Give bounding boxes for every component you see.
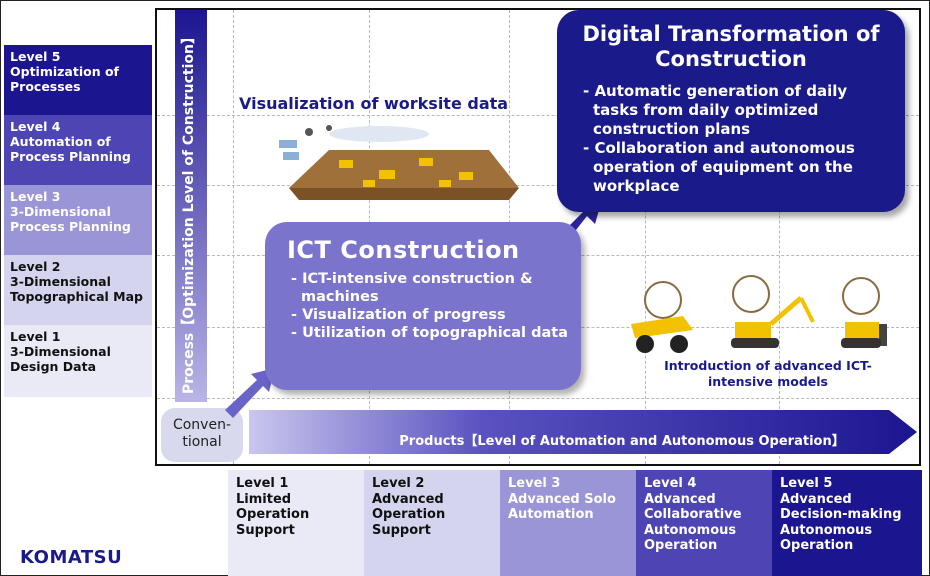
komatsu-logo: KOMATSU [20, 547, 123, 568]
ict-item-2: - Visualization of progress [291, 307, 506, 323]
left-level-4-name: Automation of Process Planning [10, 134, 131, 164]
left-level-1-label: Level 1 [10, 329, 61, 344]
dt-title: Digital Transformation of Construction [582, 22, 880, 71]
left-level-1: Level 1 3-Dimensional Design Data [4, 325, 152, 397]
ict-item-1: - ICT-intensive construction & machines [291, 271, 533, 305]
bottom-level-5-label: Level 5 [780, 476, 833, 491]
left-level-4: Level 4 Automation of Process Planning [4, 115, 152, 185]
process-axis-arrow [175, 10, 207, 402]
left-level-4-label: Level 4 [10, 119, 61, 134]
bottom-level-3-name: Advanced Solo Automation [508, 491, 616, 523]
left-level-5: Level 5 Optimization of Processes [4, 45, 152, 115]
left-level-5-name: Optimization of Processes [10, 64, 119, 94]
ict-title: ICT Construction [287, 236, 520, 264]
arrow-conventional-to-ict [225, 368, 275, 418]
products-axis-label: Products【Level of Automation and Autonom… [399, 434, 845, 449]
worksite-illustration [279, 125, 519, 200]
dt-item-1: - Automatic generation of daily tasks fr… [583, 82, 848, 138]
ict-card: ICT Construction - ICT-intensive constru… [265, 222, 581, 390]
bottom-level-2: Level 2 Advanced Operation Support [364, 470, 500, 576]
left-level-3: Level 3 3-Dimensional Process Planning [4, 185, 152, 255]
products-axis-arrow [249, 410, 917, 454]
bottom-level-1-name: Limited Operation Support [236, 491, 310, 538]
bottom-level-4-label: Level 4 [644, 476, 697, 491]
left-level-5-label: Level 5 [10, 49, 61, 64]
left-level-3-name: 3-Dimensional Process Planning [10, 204, 131, 234]
bottom-level-3: Level 3 Advanced Solo Automation [500, 470, 636, 576]
process-axis-label: Process【Optimization Level of Constructi… [181, 29, 197, 394]
left-level-3-label: Level 3 [10, 189, 61, 204]
bottom-level-2-label: Level 2 [372, 476, 425, 491]
bottom-level-1: Level 1 Limited Operation Support [228, 470, 364, 576]
bottom-level-5: Level 5 Advanced Decision-making Autonom… [772, 470, 922, 576]
bottom-level-4-name: Advanced Collaborative Autonomous Operat… [644, 491, 742, 554]
left-level-1-name: 3-Dimensional Design Data [10, 344, 111, 374]
ict-item-3: - Utilization of topographical data [291, 325, 568, 341]
left-level-2: Level 2 3-Dimensional Topographical Map [4, 255, 152, 325]
advanced-machines-illustration [631, 275, 887, 353]
bottom-level-1-label: Level 1 [236, 476, 289, 491]
bottom-level-3-label: Level 3 [508, 476, 561, 491]
dt-card: Digital Transformation of Construction -… [557, 10, 905, 212]
visualization-title: Visualization of worksite data [239, 94, 509, 113]
left-level-2-name: 3-Dimensional Topographical Map [10, 274, 143, 304]
main-grid: Process【Optimization Level of Constructi… [155, 8, 921, 466]
bottom-level-2-name: Advanced Operation Support [372, 491, 446, 538]
advanced-models-caption: Introduction of advanced ICT-intensive m… [664, 358, 872, 389]
bottom-level-5-name: Advanced Decision-making Autonomous Oper… [780, 491, 902, 554]
dt-item-2: - Collaboration and autonomous operation… [583, 139, 855, 195]
left-level-2-label: Level 2 [10, 259, 61, 274]
conventional-box: Conven- tional [161, 408, 243, 462]
bottom-level-4: Level 4 Advanced Collaborative Autonomou… [636, 470, 772, 576]
